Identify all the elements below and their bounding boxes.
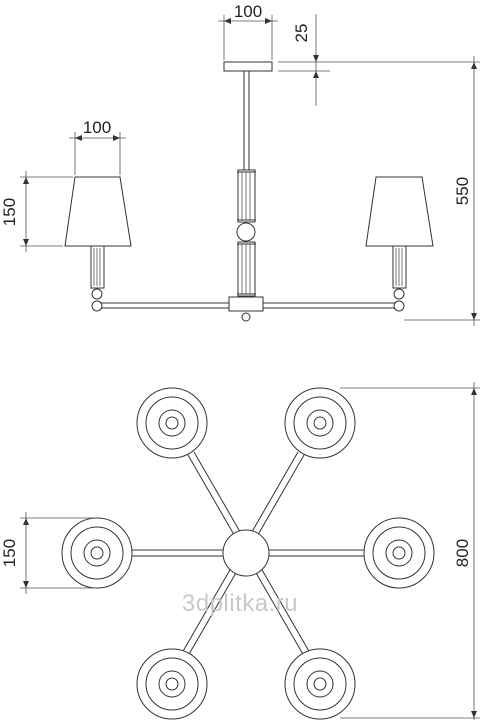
plan-shade-middle-right <box>363 517 435 589</box>
dimension-shade-height: 150 <box>0 171 73 252</box>
dimension-total-height: 550 <box>404 56 480 326</box>
shade-height-label: 150 <box>0 198 19 226</box>
canopy <box>223 61 273 72</box>
canopy-width-label: 100 <box>234 2 262 21</box>
plan-shade-top-left <box>136 387 208 459</box>
plan-view <box>61 387 435 720</box>
dimension-shade-width: 100 <box>69 118 126 175</box>
canopy-height-label: 25 <box>292 24 311 43</box>
center-ball <box>236 222 256 242</box>
plan-center-hub <box>222 529 270 577</box>
left-candle-holder <box>90 245 105 289</box>
hub-box <box>228 296 264 312</box>
plan-shade-bottom-left <box>136 648 208 720</box>
plan-total-span-label: 800 <box>453 539 472 567</box>
right-candle-holder <box>392 245 407 289</box>
dimension-plan-total-span: 800 <box>340 382 480 720</box>
lower-fluted-column <box>237 241 256 297</box>
plan-shade-bottom-right <box>284 648 356 720</box>
shade-width-label: 100 <box>83 118 111 137</box>
left-lamp-shade <box>64 176 132 247</box>
plan-shade-top-right <box>284 387 356 459</box>
side-elevation <box>64 61 434 322</box>
upper-fluted-column <box>237 169 256 223</box>
plan-shade-middle-left <box>61 517 133 589</box>
watermark-text: 3dplitka.ru <box>182 590 298 617</box>
dimension-canopy-height: 25 <box>278 14 480 106</box>
total-height-label: 550 <box>453 177 472 205</box>
dimension-plan-shade-diameter: 150 <box>0 512 97 594</box>
right-lamp-shade <box>365 176 434 247</box>
dimension-canopy-width: 100 <box>218 2 278 60</box>
plan-shade-diameter-label: 150 <box>0 539 19 567</box>
